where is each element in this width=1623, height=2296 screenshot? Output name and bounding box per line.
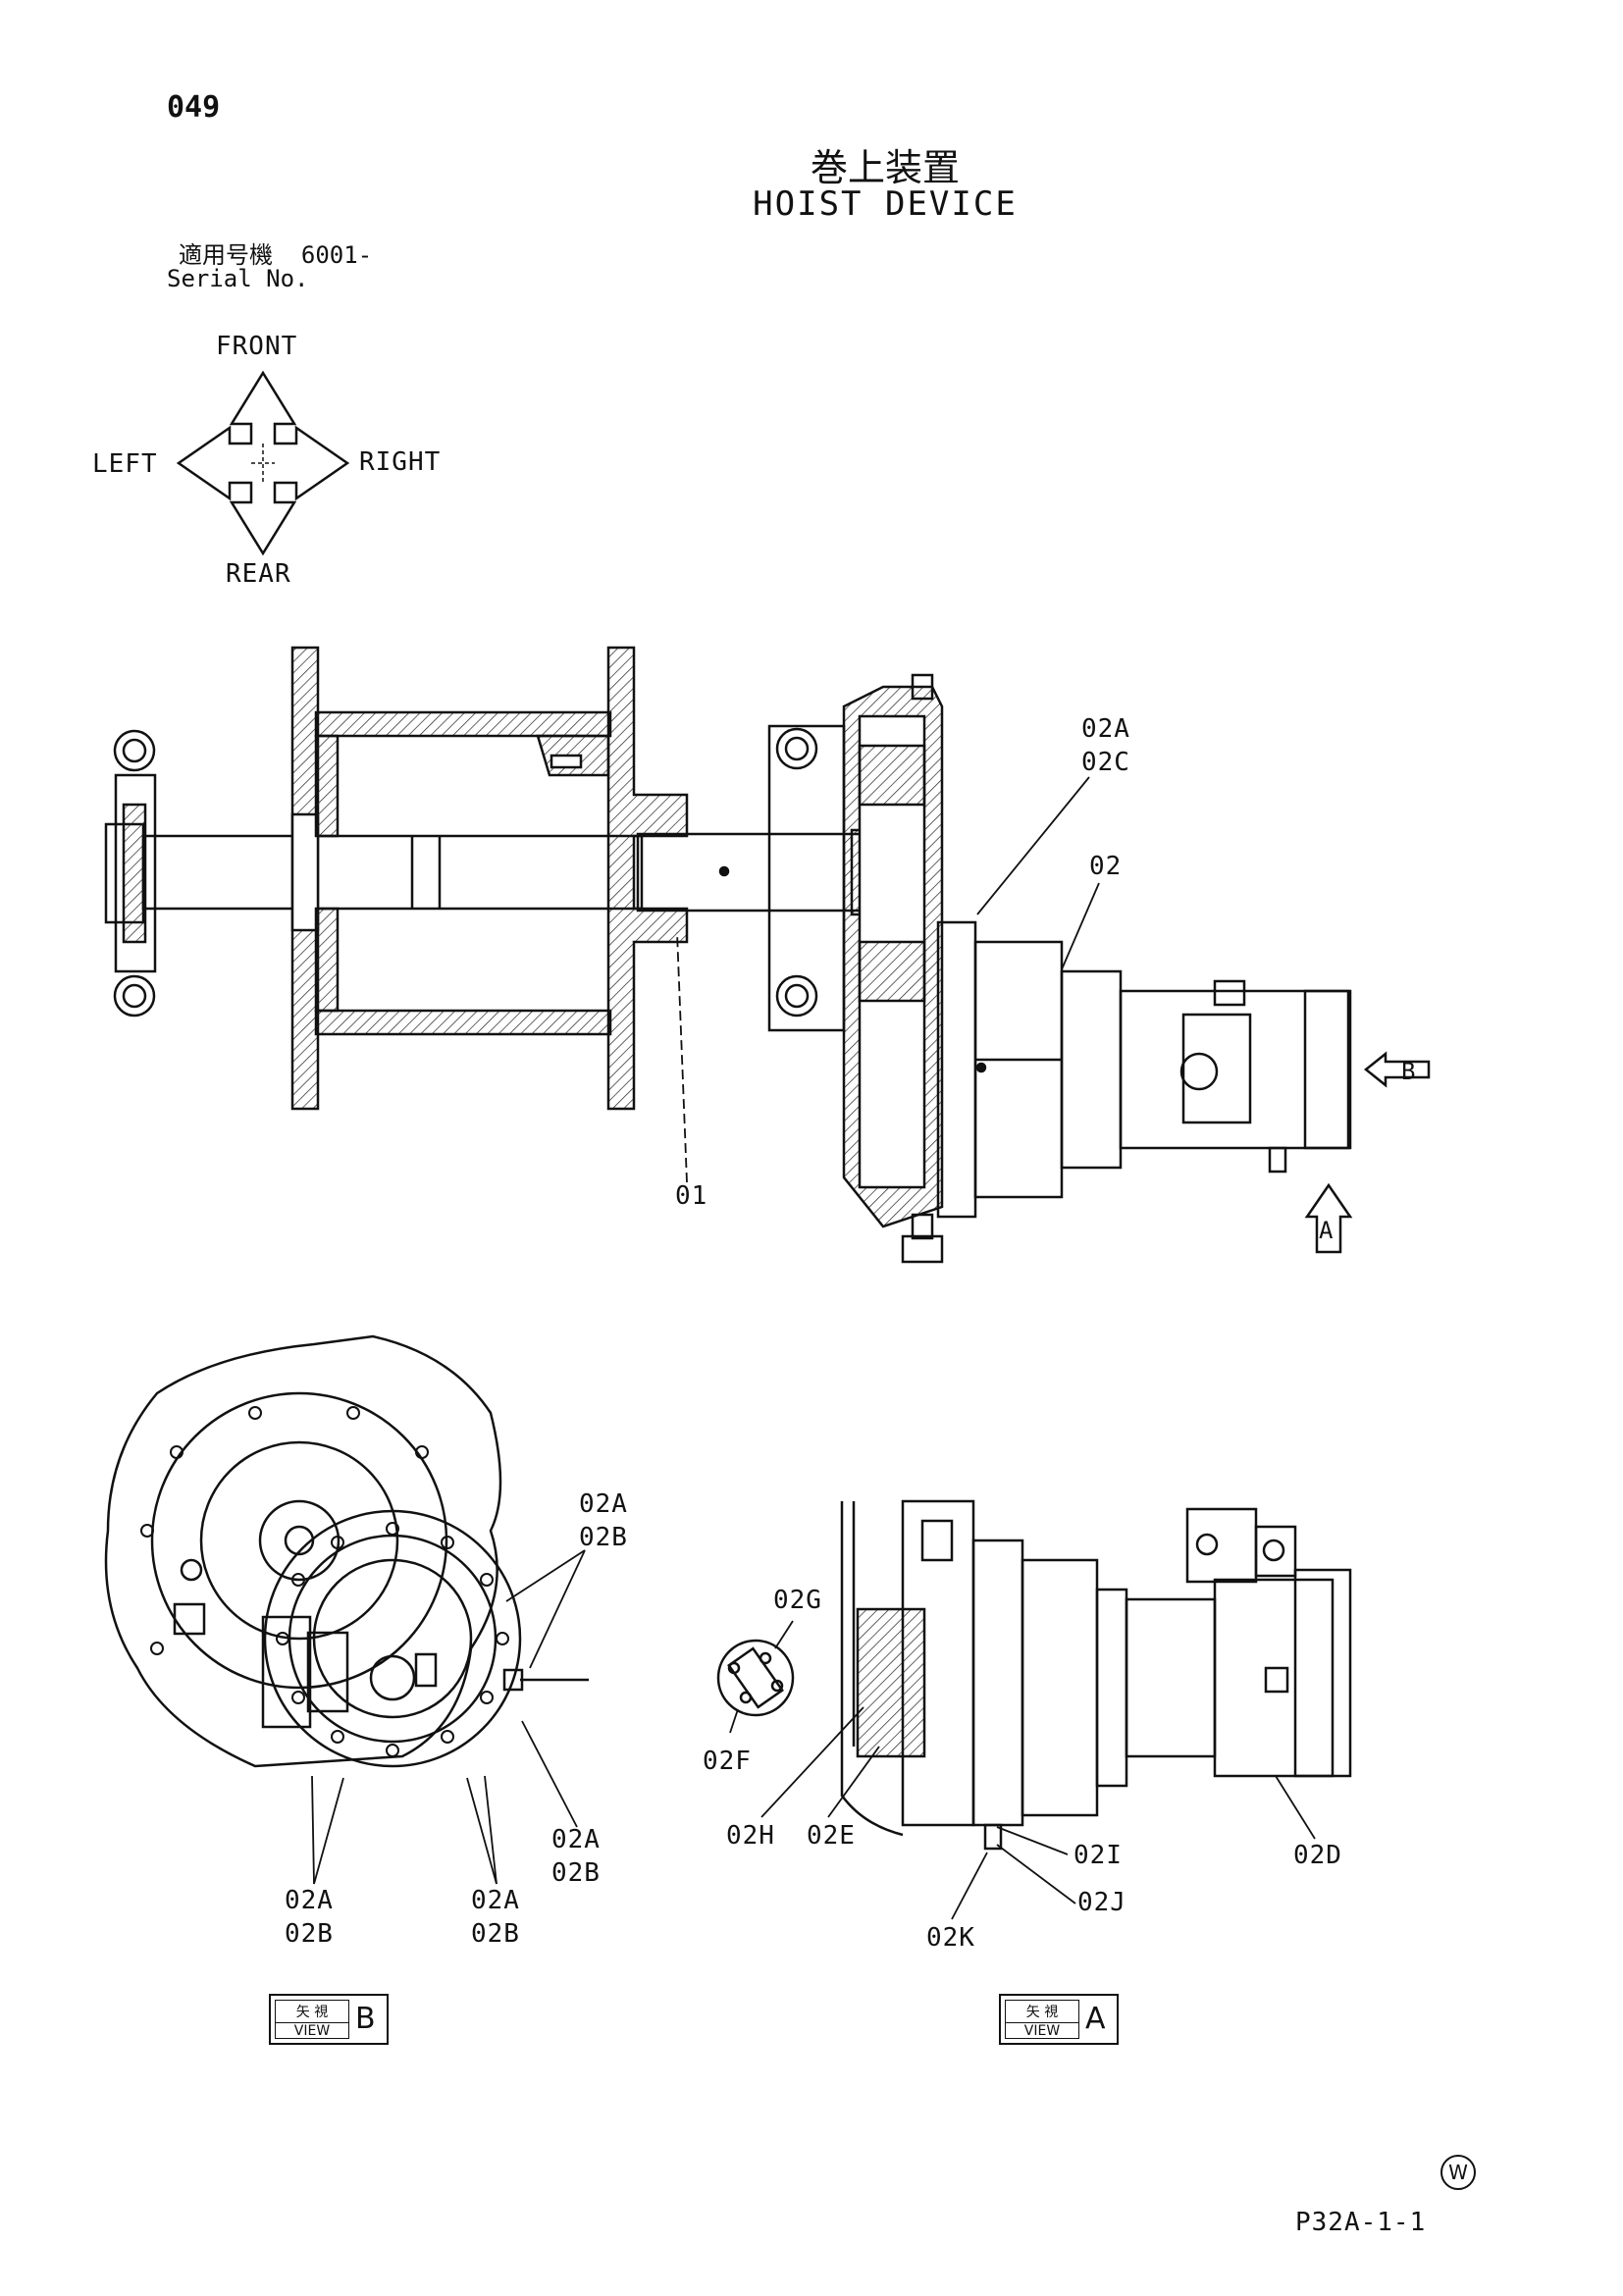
serial-label-en: Serial No. — [167, 265, 309, 292]
callout-02a-viewb-3: 02A — [285, 1886, 334, 1915]
callout-02c-main: 02C — [1081, 748, 1130, 777]
callout-02f: 02F — [703, 1747, 752, 1776]
view-a-drawing — [840, 1499, 1352, 1851]
serial-block: 適用号機 6001- Serial No. — [167, 243, 372, 290]
main-leaders — [676, 776, 1100, 1183]
view-b-tag-box: 矢 視 VIEW — [275, 2000, 349, 2039]
compass-rear-label: REAR — [226, 559, 291, 589]
callout-02b-viewb-2: 02B — [551, 1858, 601, 1888]
callout-01-main: 01 — [675, 1181, 708, 1211]
view-a-tag-letter: A — [1085, 2002, 1106, 2036]
callout-02a-viewb-1: 02A — [579, 1489, 628, 1519]
arrow-a-letter: A — [1319, 1217, 1335, 1244]
title-english: HOIST DEVICE — [753, 184, 1018, 224]
page-code: P32A-1-1 — [1295, 2208, 1427, 2237]
callout-02h: 02H — [726, 1821, 775, 1851]
view-a-leaders — [729, 1620, 1316, 1920]
callout-02b-viewb-3: 02B — [285, 1919, 334, 1949]
drum-assembly-drawing — [104, 646, 1352, 1264]
callout-02a-main: 02A — [1081, 714, 1130, 744]
arrow-a-marker — [1304, 1182, 1353, 1254]
callout-02j: 02J — [1077, 1888, 1126, 1917]
view-b-drawing — [104, 1334, 589, 1768]
callout-02d: 02D — [1293, 1841, 1342, 1870]
view-a-tag-en: VIEW — [1006, 2022, 1078, 2039]
view-b-tag-letter: B — [355, 2002, 376, 2036]
callout-02a-viewb-2: 02A — [551, 1825, 601, 1854]
callout-02i: 02I — [1073, 1841, 1123, 1870]
view-b-tag: 矢 視 VIEW B — [269, 1994, 389, 2045]
view-a-tag-jp: 矢 視 — [1025, 2005, 1059, 2020]
view-a-detail-circle — [716, 1639, 795, 1717]
title-japanese: 巻上装置 — [810, 146, 960, 189]
view-a-tag-box: 矢 視 VIEW — [1005, 2000, 1079, 2039]
callout-02b-viewb-4: 02B — [471, 1919, 520, 1949]
compass-left-label: LEFT — [92, 449, 158, 479]
serial-value: 6001- — [300, 241, 373, 269]
watermark-badge: W — [1440, 2155, 1476, 2190]
view-b-leaders — [311, 1549, 586, 1885]
compass-front-label: FRONT — [216, 332, 298, 361]
callout-02k: 02K — [926, 1923, 975, 1953]
page-number: 049 — [167, 90, 221, 125]
view-b-bolts — [140, 1406, 509, 1757]
callout-02g: 02G — [773, 1586, 822, 1615]
callout-02e: 02E — [807, 1821, 856, 1851]
view-a-tag: 矢 視 VIEW A — [999, 1994, 1119, 2045]
compass-right-label: RIGHT — [359, 447, 442, 477]
serial-label-jp: 適用号機 — [179, 241, 273, 269]
view-b-tag-en: VIEW — [276, 2022, 348, 2039]
arrow-b-letter: B — [1401, 1058, 1417, 1085]
view-b-tag-jp: 矢 視 — [295, 2005, 329, 2020]
callout-02a-viewb-4: 02A — [471, 1886, 520, 1915]
callout-02b-viewb-1: 02B — [579, 1523, 628, 1552]
arrow-b-marker — [1363, 1051, 1431, 1088]
compass-arrows — [176, 370, 350, 556]
callout-02-main: 02 — [1089, 852, 1123, 881]
